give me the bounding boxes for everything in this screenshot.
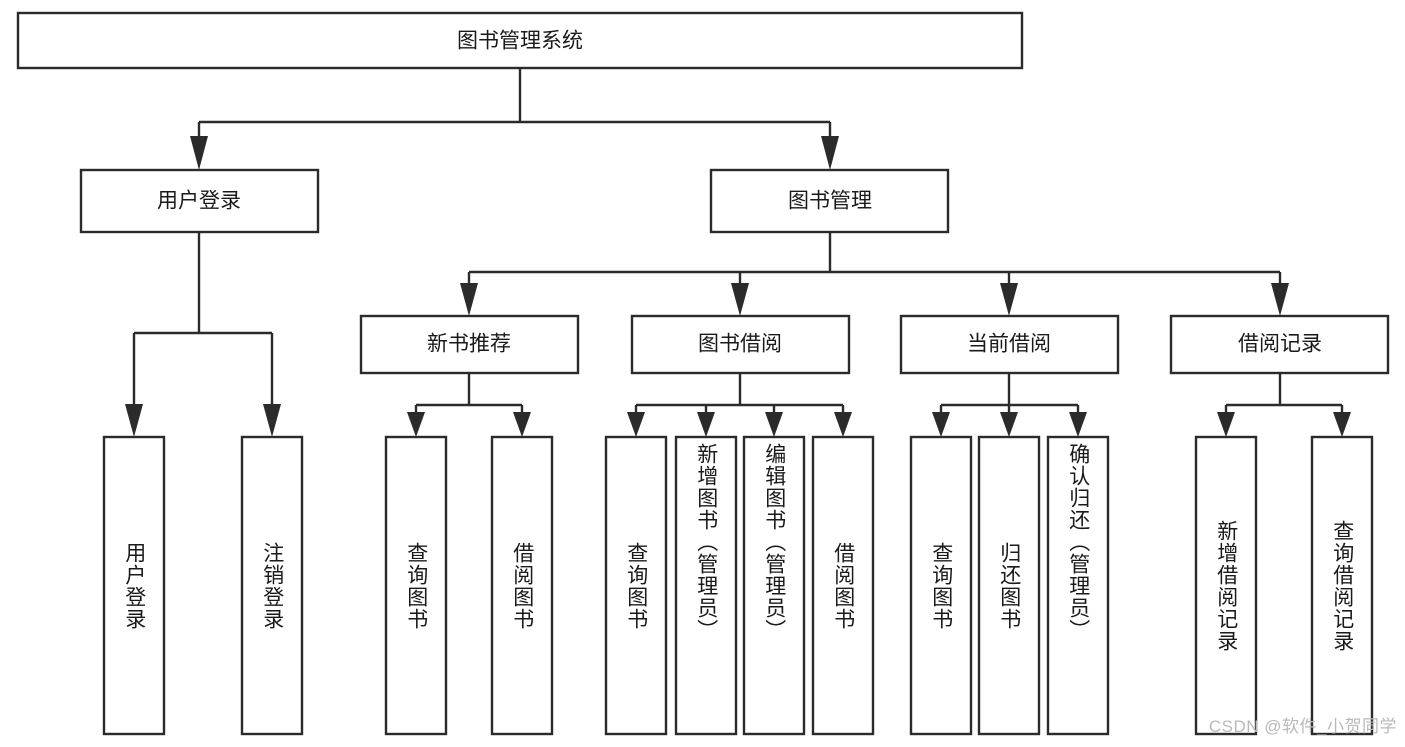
arrow-icon [1000, 412, 1018, 437]
leaf-box-query-book-1[interactable] [384, 435, 448, 736]
node-box[interactable] [16, 11, 1024, 70]
node-user-login[interactable]: 用户登录 [79, 168, 320, 234]
leaf-box-user-login[interactable] [102, 435, 166, 736]
arrow-icon [834, 412, 852, 437]
arrow-icon [1333, 412, 1351, 437]
arrow-icon [1217, 412, 1235, 437]
node-label: 图书管理 [788, 190, 872, 213]
node-box[interactable] [359, 314, 580, 375]
leaf-box-confirm-return[interactable] [1046, 435, 1110, 736]
node-label: 当前借阅 [967, 333, 1051, 356]
arrow-icon [697, 412, 715, 437]
arrow-icon [1271, 283, 1289, 316]
leaf-box-edit-book[interactable] [742, 435, 806, 736]
node-label: 新书推荐 [427, 333, 511, 356]
arrow-icon [263, 404, 281, 437]
arrow-icon [1000, 283, 1018, 316]
leaf-box-return-book[interactable] [977, 435, 1041, 736]
node-label: 用户登录 [157, 190, 241, 213]
node-root[interactable]: 图书管理系统 [16, 11, 1024, 70]
connector-userlogin-to-leaves [125, 232, 281, 437]
node-label: 图书借阅 [698, 333, 782, 356]
node-box[interactable] [1169, 314, 1390, 375]
arrow-icon [125, 404, 143, 437]
node-borrow-record[interactable]: 借阅记录 [1169, 314, 1390, 375]
connector-newbook-to-leaves [407, 373, 531, 437]
leaf-box-query-record[interactable] [1310, 435, 1374, 736]
arrow-icon [932, 412, 950, 437]
arrow-icon [190, 136, 208, 170]
connector-bookborrow-to-leaves [627, 373, 852, 437]
leaf-box-borrow-book-2[interactable] [811, 435, 875, 736]
arrow-icon [821, 136, 839, 170]
node-label: 图书管理系统 [457, 30, 583, 53]
leaf-boxes [102, 435, 1374, 736]
node-book-borrow[interactable]: 图书借阅 [630, 314, 851, 375]
node-new-book-recommend[interactable]: 新书推荐 [359, 314, 580, 375]
connector-bookmanage-to-level3 [460, 232, 1289, 316]
leaf-box-add-record[interactable] [1194, 435, 1258, 736]
connector-borrowrecord-to-leaves [1217, 373, 1351, 437]
arrow-icon [765, 412, 783, 437]
leaf-box-query-book-3[interactable] [909, 435, 973, 736]
node-box[interactable] [630, 314, 851, 375]
arrow-icon [1069, 412, 1087, 437]
arrow-icon [407, 412, 425, 437]
node-box[interactable] [709, 168, 950, 234]
arrow-icon [460, 283, 478, 316]
node-current-borrow[interactable]: 当前借阅 [899, 314, 1120, 375]
node-label: 借阅记录 [1238, 333, 1322, 356]
leaf-box-query-book-2[interactable] [604, 435, 668, 736]
leaf-box-borrow-book-1[interactable] [490, 435, 554, 736]
node-box[interactable] [899, 314, 1120, 375]
connector-currentborrow-to-leaves [932, 373, 1087, 437]
leaf-box-add-book[interactable] [674, 435, 738, 736]
csdn-watermark: CSDN @软件_小贺同学 [1208, 717, 1397, 736]
node-box[interactable] [79, 168, 320, 234]
arrow-icon [731, 283, 749, 316]
leaf-box-logout[interactable] [240, 435, 304, 736]
connector-root-to-level2 [190, 68, 839, 170]
arrow-icon [513, 412, 531, 437]
node-book-manage[interactable]: 图书管理 [709, 168, 950, 234]
arrow-icon [627, 412, 645, 437]
